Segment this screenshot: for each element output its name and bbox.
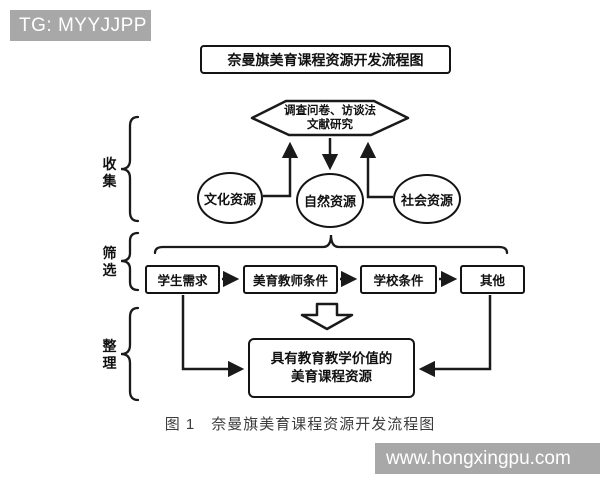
criteria-box-school-conditions: 学校条件 <box>360 265 437 294</box>
methods-line-1: 调查问卷、访谈法 <box>284 105 376 117</box>
figure-caption: 图 1 奈曼旗美育课程资源开发流程图 <box>164 416 436 433</box>
criteria-overbrace <box>153 234 509 255</box>
tg-watermark-badge: TG: MYYJJPP <box>10 10 151 41</box>
connector-culture-to-banner <box>263 141 299 198</box>
criteria-box-other: 其他 <box>460 265 525 294</box>
flowchart-title-box: 奈曼旗美育课程资源开发流程图 <box>200 45 451 74</box>
methods-banner-text: 调查问卷、访谈法 文献研究 <box>262 102 398 134</box>
result-box: 具有教育教学价值的 美育课程资源 <box>248 338 415 398</box>
filter-stage-brace <box>120 231 140 292</box>
block-down-arrow <box>300 302 354 331</box>
result-line-2: 美育课程资源 <box>291 369 372 384</box>
culture-resource-ellipse: 文化资源 <box>197 172 263 224</box>
nature-resource-ellipse: 自然资源 <box>296 173 364 228</box>
methods-line-2: 文献研究 <box>307 119 353 131</box>
site-watermark-badge: www.hongxingpu.com <box>375 443 600 474</box>
society-resource-ellipse: 社会资源 <box>393 174 461 224</box>
criteria-box-student-needs: 学生需求 <box>145 265 220 294</box>
stage-label-organize: 整理 <box>102 338 117 371</box>
stage-label-collect: 收集 <box>102 156 117 189</box>
collect-stage-brace <box>120 115 140 223</box>
result-line-1: 具有教育教学价值的 <box>270 351 393 366</box>
organize-stage-brace <box>120 306 140 402</box>
stage-label-filter: 筛选 <box>102 245 117 278</box>
connector-society-to-banner <box>359 141 393 199</box>
connector-studentneeds-to-result <box>181 295 245 378</box>
criteria-box-teacher-conditions: 美育教师条件 <box>243 265 338 294</box>
methods-banner-shape <box>250 99 410 137</box>
connector-other-to-result <box>418 295 492 378</box>
